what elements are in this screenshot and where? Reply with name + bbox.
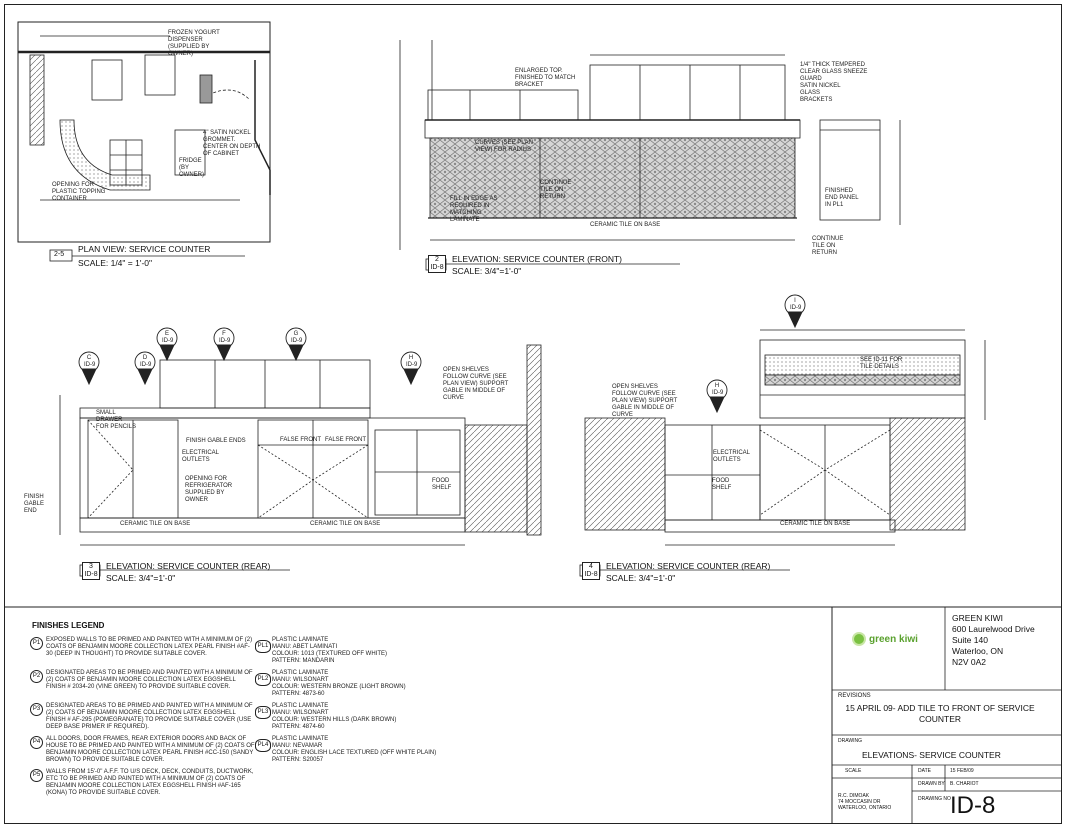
rear2-view-sheet: ID-8 bbox=[584, 571, 598, 578]
finish-code-p2: P2 bbox=[30, 670, 43, 683]
finish-code-p3: P3 bbox=[30, 703, 43, 716]
note-ceramic-rear1: CERAMIC TILE ON BASE bbox=[120, 521, 191, 527]
front-view-number: 2 ID-8 bbox=[428, 255, 446, 273]
laminate-description: PLASTIC LAMINATE MANU: ABET LAMINATI COL… bbox=[272, 637, 388, 664]
address-line-4: N2V 0A2 bbox=[952, 657, 987, 667]
laminate-description: PLASTIC LAMINATE MANU: NEVAMAR COLOUR: E… bbox=[272, 736, 437, 763]
rear2-view-scale: SCALE: 3/4"=1'-0" bbox=[606, 573, 676, 583]
rear1-view-scale: SCALE: 3/4"=1'-0" bbox=[106, 573, 176, 583]
drawn-label: DRAWN BY bbox=[918, 781, 945, 787]
revision-text: 15 APRIL 09- ADD TILE TO FRONT OF SERVIC… bbox=[845, 703, 1035, 724]
note-ceramic-front: CERAMIC TILE ON BASE bbox=[590, 222, 661, 228]
finish-description: DESIGNATED AREAS TO BE PRIMED AND PAINTE… bbox=[46, 703, 253, 730]
laminate-code-pl2: PL2 bbox=[255, 673, 271, 686]
note-fill: FILL IN EDGE AS REQUIRED IN MATCHING LAM… bbox=[450, 196, 498, 223]
date-value: 15 FEB/09 bbox=[950, 768, 974, 774]
finishes-legend-title: FINISHES LEGEND bbox=[32, 621, 105, 630]
laminate-code-pl3: PL3 bbox=[255, 706, 271, 719]
front-view-sheet: ID-8 bbox=[430, 264, 444, 271]
note-finish-gable-end: FINISH GABLE END bbox=[24, 494, 45, 514]
note-enlarged: ENLARGED TOP. FINISHED TO MATCH BRACKET bbox=[515, 68, 576, 88]
note-bracket: SATIN NICKEL GLASS BRACKETS bbox=[800, 83, 841, 103]
note-fridge: FRIDGE (BY OWNER) bbox=[179, 158, 204, 178]
note-opening-fridge: OPENING FOR REFRIGERATOR SUPPLIED BY OWN… bbox=[185, 476, 233, 503]
note-open-shelves-2: OPEN SHELVES FOLLOW CURVE (SEE PLAN VIEW… bbox=[612, 384, 678, 418]
note-finished: FINISHED END PANEL IN PL1 bbox=[825, 188, 859, 208]
note-food-1: FOOD SHELF bbox=[432, 478, 452, 491]
drawing-sheet bbox=[4, 4, 1062, 824]
plan-view-scale: SCALE: 1/4" = 1'-0" bbox=[78, 258, 153, 268]
note-continue2: CONTINUE TILE ON RETURN bbox=[812, 236, 844, 256]
front-view-num: 2 bbox=[435, 256, 439, 263]
address-small: R.C. DIMOAK 74 MOCCASIN DR WATERLOO, ONT… bbox=[838, 793, 892, 811]
note-continue: CONTINUE TILE ON RETURN bbox=[540, 180, 572, 200]
finish-code-p4: P4 bbox=[30, 736, 43, 749]
rear2-view-title: ELEVATION: SERVICE COUNTER (REAR) bbox=[606, 561, 771, 571]
logo-text: green kiwi bbox=[869, 633, 918, 645]
front-view-title: ELEVATION: SERVICE COUNTER (FRONT) bbox=[452, 254, 623, 264]
note-elec-2: ELECTRICAL OUTLETS bbox=[713, 450, 750, 463]
note-glass: 1/4" THICK TEMPERED CLEAR GLASS SNEEZE G… bbox=[800, 62, 868, 82]
note-ceramic-rear2: CERAMIC TILE ON BASE bbox=[780, 521, 851, 527]
sheet-number: ID-8 bbox=[950, 792, 996, 819]
note-finish-gable: FINISH GABLE ENDS bbox=[186, 438, 246, 444]
note-frozen: FROZEN YOGURT DISPENSER (SUPPLIED BY OWN… bbox=[168, 30, 220, 57]
address-line-1: 600 Laurelwood Drive bbox=[952, 624, 1035, 634]
address-line-3: Waterloo, ON bbox=[952, 646, 1004, 656]
kiwi-icon bbox=[852, 632, 866, 646]
finish-description: WALLS FROM 15'-0" A.F.F. TO U/S DECK, DE… bbox=[46, 769, 254, 796]
plan-view-number: 2-5 bbox=[54, 251, 65, 258]
sheet-label: DRAWING NO bbox=[918, 796, 951, 802]
company-logo: green kiwi bbox=[852, 632, 918, 646]
rear1-view-number: 3 ID-8 bbox=[82, 562, 100, 580]
note-food-2: FOOD SHELF bbox=[712, 478, 732, 491]
revisions-label: REVISIONS bbox=[838, 693, 871, 699]
drawn-value: B. CHARIOT bbox=[950, 781, 979, 787]
laminate-description: PLASTIC LAMINATE MANU: WILSONART COLOUR:… bbox=[272, 670, 406, 697]
note-plastic: OPENING FOR PLASTIC TOPPING CONTAINER bbox=[52, 182, 106, 202]
note-satin: 4" SATIN NICKEL GROMMET. CENTER ON DEPTH… bbox=[203, 130, 261, 157]
rear1-view-title: ELEVATION: SERVICE COUNTER (REAR) bbox=[106, 561, 271, 571]
front-view-scale: SCALE: 3/4"=1'-0" bbox=[452, 266, 522, 276]
note-false-front-2: FALSE FRONT bbox=[325, 437, 367, 443]
rear1-view-sheet: ID-8 bbox=[84, 571, 98, 578]
finish-code-p1: P1 bbox=[30, 637, 43, 650]
plan-view-title: PLAN VIEW: SERVICE COUNTER bbox=[78, 244, 211, 254]
finish-description: EXPOSED WALLS TO BE PRIMED AND PAINTED W… bbox=[46, 637, 253, 657]
note-small-drawer: SMALL DRAWER FOR PENCILS bbox=[96, 410, 137, 430]
note-open-shelves-1: OPEN SHELVES FOLLOW CURVE (SEE PLAN VIEW… bbox=[443, 367, 509, 401]
note-ceramic-rear1b: CERAMIC TILE ON BASE bbox=[310, 521, 381, 527]
rear2-view-num: 4 bbox=[589, 563, 593, 570]
note-see-tile: SEE ID-11 FOR TILE DETAILS bbox=[860, 357, 903, 370]
finish-code-p5: P5 bbox=[30, 769, 43, 782]
address-line-2: Suite 140 bbox=[952, 635, 988, 645]
date-label: DATE bbox=[918, 768, 931, 774]
note-curves: CURVES (SEE PLAN VIEW) FOR RADIUS bbox=[475, 140, 533, 153]
laminate-code-pl1: PL1 bbox=[255, 640, 271, 653]
company-name: GREEN KIWI bbox=[952, 613, 1004, 623]
rear1-view-num: 3 bbox=[89, 563, 93, 570]
drawing-label: DRAWING bbox=[838, 738, 862, 744]
laminate-description: PLASTIC LAMINATE MANU: WILSONART COLOUR:… bbox=[272, 703, 397, 730]
scale-label: SCALE bbox=[845, 768, 862, 774]
note-false-front-1: FALSE FRONT bbox=[280, 437, 322, 443]
rear2-view-number: 4 ID-8 bbox=[582, 562, 600, 580]
finish-description: DESIGNATED AREAS TO BE PRIMED AND PAINTE… bbox=[46, 670, 253, 690]
finish-description: ALL DOORS, DOOR FRAMES, REAR EXTERIOR DO… bbox=[46, 736, 255, 763]
laminate-code-pl4: PL4 bbox=[255, 739, 271, 752]
note-elec: ELECTRICAL OUTLETS bbox=[182, 450, 219, 463]
drawing-title: ELEVATIONS- SERVICE COUNTER bbox=[862, 750, 1001, 760]
